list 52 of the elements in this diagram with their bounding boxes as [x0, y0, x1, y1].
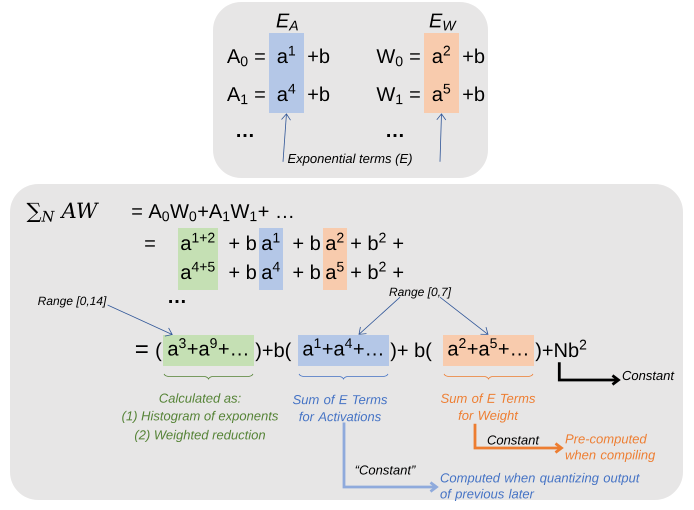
arrow: [281, 113, 291, 162]
annotation-text: Sum of E Terms for Activations: [292, 394, 388, 422]
exponent-term: a$^{4+5}$: [181, 262, 215, 280]
arrow: [474, 424, 564, 454]
equation-term: + b: [229, 236, 256, 250]
exponent-term: a$^{2}$: [432, 46, 450, 64]
annotation-text: Computed when quantizing output of previous later: [440, 472, 640, 502]
annotation-text: Range [0,7]: [389, 287, 452, 298]
node-label: Calculated as:: [160, 393, 241, 403]
highlighted-sum: a$^{1}$+a$^{4}$+…: [298, 335, 389, 366]
column-heading: E$_{W}$: [430, 14, 457, 30]
equation-term: (: [156, 342, 162, 362]
exponent-term: a$^{1}$: [278, 46, 296, 64]
exponent-term: a$^{2}$: [326, 232, 344, 250]
exponent-term: a$^{5}$: [432, 84, 450, 102]
annotation-text: Range [0,14]: [38, 296, 107, 308]
highlighted-sum: a$^{3}$+a$^{9}$+…: [163, 335, 254, 366]
arrow: [440, 296, 488, 335]
annotation-text: Sum of E Terms for Weight: [440, 393, 536, 423]
annotation-text: Constant: [622, 370, 674, 380]
exponent-term: a$^{1+2}$: [181, 232, 214, 250]
equation-term: …: [237, 134, 253, 137]
equation-term: =: [136, 345, 148, 353]
column-heading: E$_{A}$: [276, 14, 298, 30]
equation-term: )+ b(: [390, 342, 432, 362]
exponent-term: a$^{5}$: [326, 262, 344, 280]
annotation-text: Pre-computed when compiling: [565, 434, 656, 462]
highlighted-sum: a$^{2}$+a$^{5}$+…: [443, 335, 534, 366]
equation-term: )+Nb$^{2}$: [535, 340, 586, 362]
node-label: (1) Histogram of exponents: [122, 410, 278, 424]
exponent-term: a$^{1}$: [262, 232, 280, 250]
exponent-term: a$^{4}$: [278, 84, 296, 102]
equation-term: )+b(: [255, 342, 292, 362]
exponent-term: a$^{4}$: [262, 262, 280, 280]
equation-term: …: [387, 134, 403, 137]
panel-background: [10, 184, 683, 500]
edge-label: “Constant”: [354, 464, 416, 476]
equation-term: =: [145, 240, 155, 247]
arrow: [558, 362, 621, 386]
annotation-text: Exponential terms (E): [288, 154, 412, 166]
arrow: [342, 422, 439, 493]
arrow: [107, 304, 173, 337]
equation-term: + b: [293, 236, 320, 250]
equation-term: = A$_{0}$W$_{0}$+A$_{1}$W$_{1}$+ …: [132, 204, 292, 222]
arrow: [358, 296, 400, 335]
equation-term: ∑$_{N}$ AW: [26, 202, 99, 222]
equation-term: + b: [293, 264, 320, 280]
equation-term: + b$^{2}$ +: [351, 262, 404, 280]
equation-term: …: [169, 300, 185, 303]
arrow: [436, 113, 446, 162]
node-label: (2) Weighted reduction: [134, 430, 266, 442]
equation-term: + b: [229, 264, 256, 280]
